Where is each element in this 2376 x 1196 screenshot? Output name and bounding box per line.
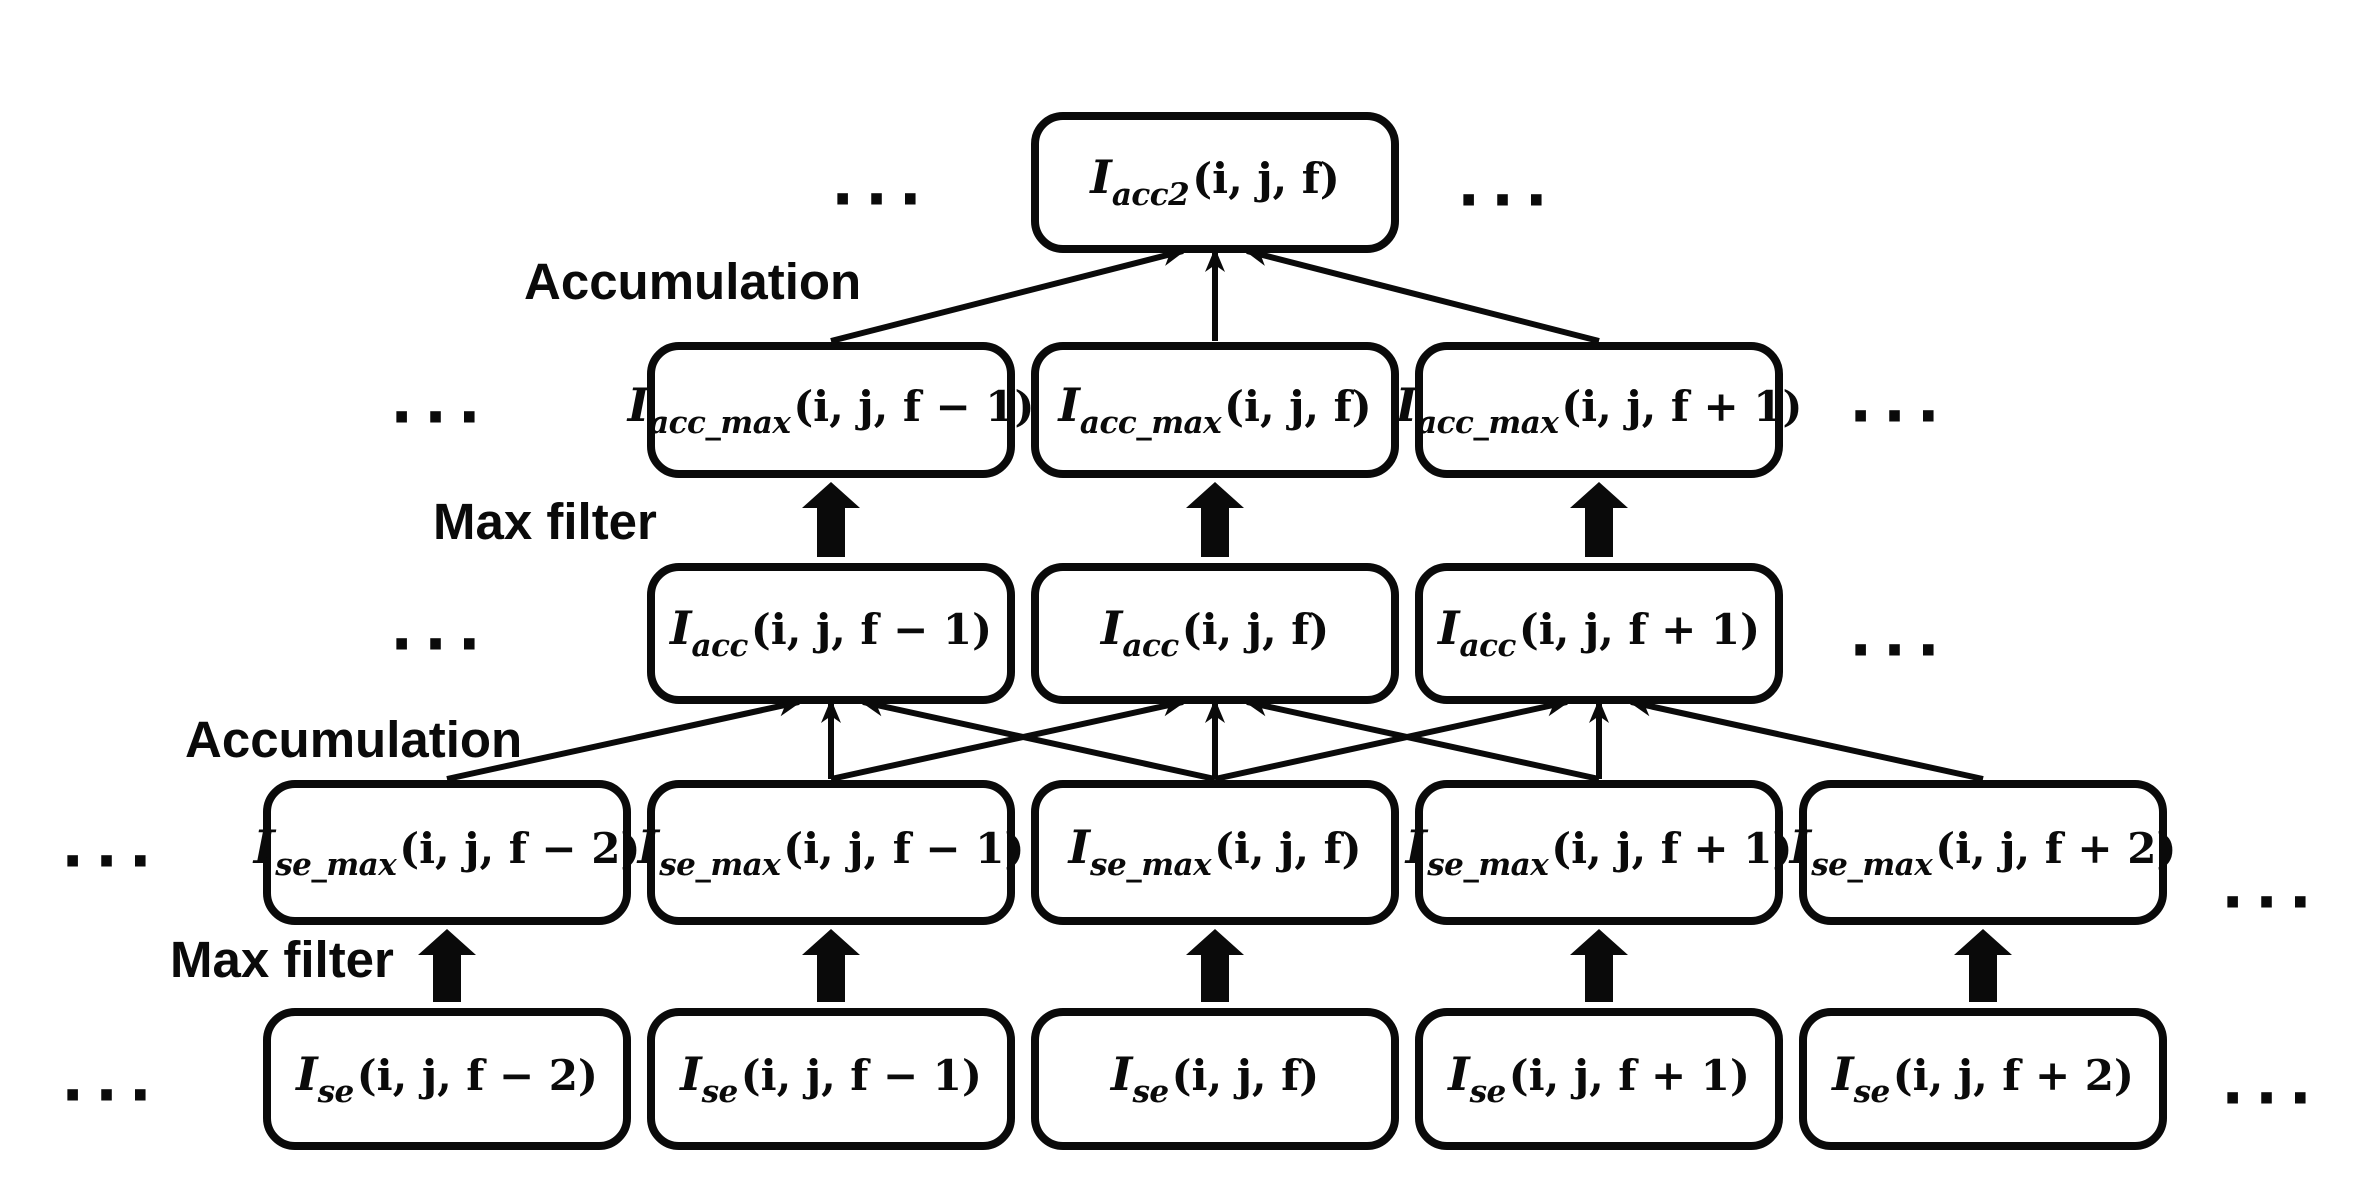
ellipsis-row3-right: ... [1849,600,1951,671]
node-se-f-plus-1: Ise(i, j, f + 1) [1415,1008,1783,1150]
thick-arrow-se_0-to-se_max_0 [1186,929,1244,1002]
node-se-max-f-plus-2: Ise_max(i, j, f + 2) [1790,780,2176,925]
node-se-max-f-plus-1-formula: Ise_max(i, j, f + 1) [1405,820,1793,883]
label-max-filter-upper: Max filter [433,493,657,550]
thick-arrow-se_p2-to-se_max_p2 [1954,929,2012,1002]
thin-arrow-acc_max_p1-to-acc2 [1244,246,1600,344]
label-max-filter-lower: Max filter [170,931,394,988]
node-acc2-formula: Iacc2(i, j, f) [1090,150,1340,213]
node-acc-f-plus-1-formula: Iacc(i, j, f + 1) [1438,601,1760,664]
node-se-max-f-plus-2-formula: Ise_max(i, j, f + 2) [1789,820,2177,883]
node-se-max-f-plus-1: Ise_max(i, j, f + 1) [1406,780,1792,925]
thick-arrow-acc_m1-to-acc_max_m1 [802,482,860,557]
thin-arrow-se_max_p1-to-acc_0 [1244,696,1600,782]
thick-arrow-acc_0-to-acc_max_0 [1186,482,1244,557]
node-se-max-f: Ise_max(i, j, f) [1031,780,1399,925]
node-se-max-f-minus-1: Ise_max(i, j, f − 1) [638,780,1024,925]
node-se-f-formula: Ise(i, j, f) [1110,1046,1320,1110]
node-acc-f-plus-1: Iacc(i, j, f + 1) [1415,563,1783,704]
node-se-max-f-minus-2-formula: Ise_max(i, j, f − 2) [253,820,641,883]
thick-arrow-acc_p1-to-acc_max_p1 [1570,482,1628,557]
thick-arrow-se_p1-to-se_max_p1 [1570,929,1628,1002]
node-acc-max-f-formula: Iacc_max(i, j, f) [1058,377,1372,441]
node-acc-max-f-plus-1: Iacc_max(i, j, f + 1) [1396,342,1802,478]
node-acc-max-f-plus-1-formula: Iacc_max(i, j, f + 1) [1395,377,1803,441]
node-acc-f-formula: Iacc(i, j, f) [1100,601,1330,664]
node-se-f-minus-2-formula: Ise(i, j, f − 2) [296,1046,598,1110]
node-se-max-f-formula: Ise_max(i, j, f) [1068,820,1362,883]
node-acc-f: Iacc(i, j, f) [1031,563,1399,704]
ellipsis-row1-right: ... [1457,150,1559,221]
ellipsis-row2-right: ... [1849,366,1951,437]
node-acc-f-minus-1-formula: Iacc(i, j, f − 1) [670,601,992,664]
node-se-max-f-minus-2: Ise_max(i, j, f − 2) [254,780,640,925]
ellipsis-row5-left: ... [61,1045,163,1116]
thin-arrow-se_max_m1-to-acc_0 [830,696,1186,782]
node-acc-max-f-minus-1: Iacc_max(i, j, f − 1) [628,342,1034,478]
ellipsis-row2-left: ... [390,367,492,438]
node-se-f-minus-1-formula: Ise(i, j, f − 1) [680,1046,982,1110]
node-se-f-plus-1-formula: Ise(i, j, f + 1) [1448,1046,1750,1110]
ellipsis-row1-left: ... [831,149,933,220]
node-se-f-minus-1: Ise(i, j, f − 1) [647,1008,1015,1150]
thin-arrow-se_max_p2-to-acc_p1 [1628,696,1984,782]
ellipsis-row3-left: ... [390,594,492,665]
thick-arrow-se_m1-to-se_max_m1 [802,929,860,1002]
label-accumulation-lower: Accumulation [185,711,523,768]
node-se-f-minus-2: Ise(i, j, f − 2) [263,1008,631,1150]
node-acc2: Iacc2(i, j, f) [1031,112,1399,253]
node-se-f-plus-2-formula: Ise(i, j, f + 2) [1832,1046,2134,1110]
thick-arrow-se_m2-to-se_max_m2 [418,929,476,1002]
ellipsis-row4-right: ... [2221,852,2323,923]
node-se-f: Ise(i, j, f) [1031,1008,1399,1150]
node-acc-f-minus-1: Iacc(i, j, f − 1) [647,563,1015,704]
node-se-max-f-minus-1-formula: Ise_max(i, j, f − 1) [637,820,1025,883]
ellipsis-row5-right: ... [2221,1048,2323,1119]
thin-arrow-se_max_0-to-acc_p1 [1214,696,1570,782]
thin-arrow-se_max_0-to-acc_m1 [860,696,1216,782]
node-acc-max-f: Iacc_max(i, j, f) [1031,342,1399,478]
node-se-f-plus-2: Ise(i, j, f + 2) [1799,1008,2167,1150]
thin-arrow-acc_max_m1-to-acc2 [830,246,1186,344]
label-accumulation-upper: Accumulation [524,253,862,310]
ellipsis-row4-left: ... [61,811,163,882]
node-acc-max-f-minus-1-formula: Iacc_max(i, j, f − 1) [627,377,1035,441]
